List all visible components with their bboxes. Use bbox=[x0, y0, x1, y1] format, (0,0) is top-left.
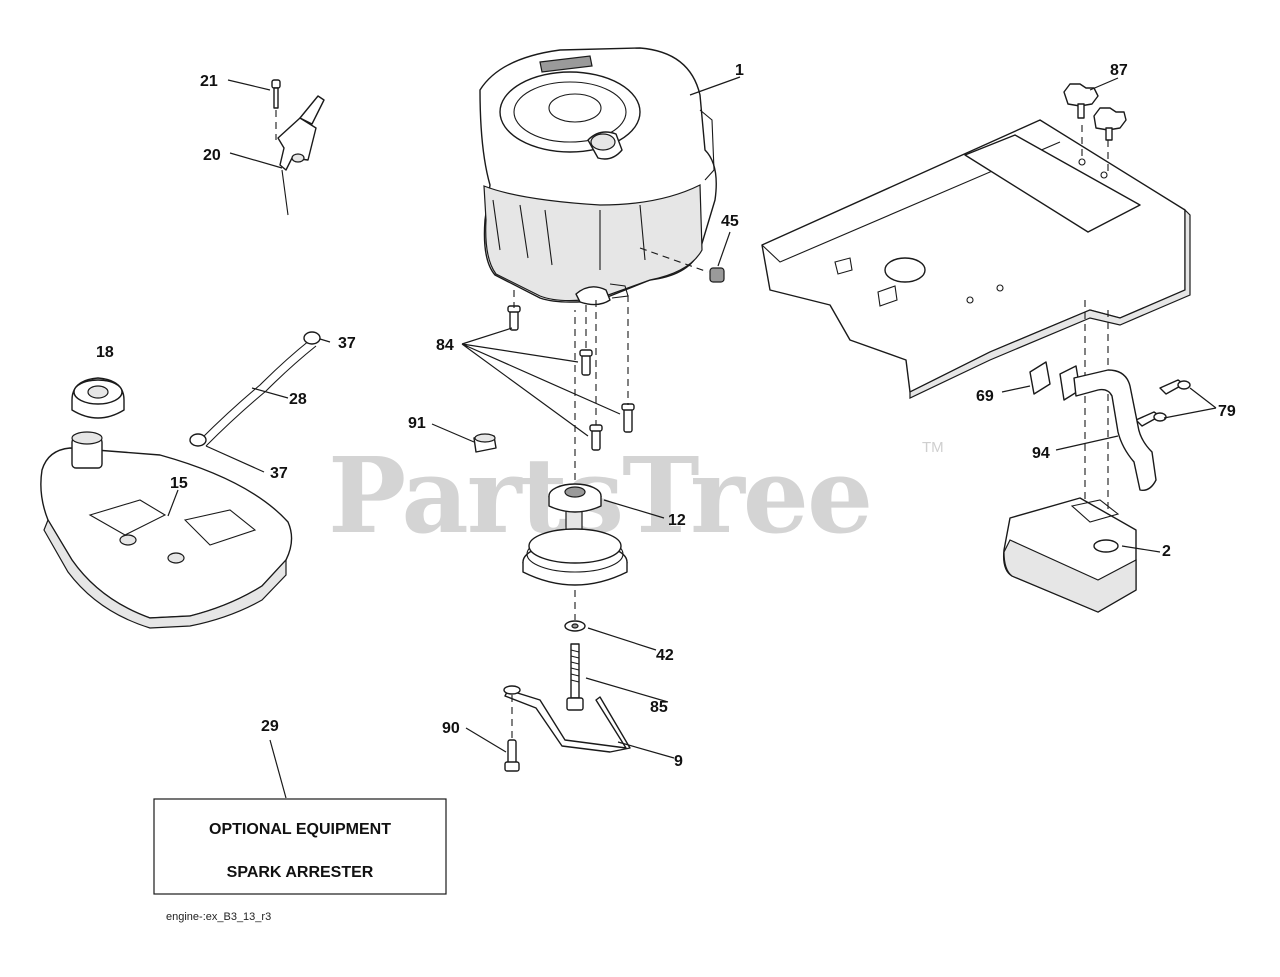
callout-94: 94 bbox=[1032, 445, 1050, 462]
callout-37-lower: 37 bbox=[270, 465, 288, 482]
callout-1: 1 bbox=[735, 62, 744, 79]
callout-85: 85 bbox=[650, 699, 668, 716]
muffler-part[interactable] bbox=[1002, 497, 1161, 613]
callout-21: 21 bbox=[200, 73, 218, 90]
spark-arrester-label: SPARK ARRESTER bbox=[227, 864, 374, 881]
drawing-id: engine-:ex_B3_13_r3 bbox=[166, 911, 271, 923]
optional-equipment-box[interactable]: OPTIONAL EQUIPMENT SPARK ARRESTER bbox=[153, 739, 447, 895]
watermark-trademark: TM bbox=[922, 439, 944, 456]
callout-84: 84 bbox=[436, 337, 454, 354]
callout-87: 87 bbox=[1110, 62, 1128, 79]
callout-45: 45 bbox=[721, 213, 739, 230]
engine-bolts[interactable] bbox=[461, 290, 635, 451]
bracket-part[interactable] bbox=[503, 685, 675, 759]
callout-37-upper: 37 bbox=[338, 335, 356, 352]
callout-79: 79 bbox=[1218, 403, 1236, 420]
bolt-90-part[interactable] bbox=[465, 695, 520, 772]
callout-9: 9 bbox=[674, 753, 683, 770]
callout-91: 91 bbox=[408, 415, 426, 432]
fuel-cap-part[interactable] bbox=[71, 377, 125, 419]
screw-79-part[interactable] bbox=[1135, 379, 1217, 427]
pulley-part[interactable] bbox=[522, 310, 665, 620]
exhaust-pipe-part[interactable] bbox=[1055, 369, 1157, 491]
bracket-69-part[interactable] bbox=[1001, 361, 1081, 401]
throttle-control-part[interactable] bbox=[227, 79, 325, 216]
callout-69: 69 bbox=[976, 388, 994, 405]
callout-20: 20 bbox=[203, 147, 221, 164]
washer-part[interactable] bbox=[564, 620, 657, 651]
callout-2: 2 bbox=[1162, 543, 1171, 560]
knob-part[interactable] bbox=[1063, 77, 1127, 141]
callout-15: 15 bbox=[170, 475, 188, 492]
callout-90: 90 bbox=[442, 720, 460, 737]
callout-12: 12 bbox=[668, 512, 686, 529]
callout-29: 29 bbox=[261, 718, 279, 735]
fuel-tank-part[interactable] bbox=[40, 431, 293, 629]
chassis-frame-part[interactable] bbox=[761, 119, 1191, 520]
grommet-part[interactable] bbox=[431, 423, 497, 453]
bolt-85-part[interactable] bbox=[566, 643, 669, 711]
fuel-line-part[interactable] bbox=[189, 331, 331, 473]
callout-18: 18 bbox=[96, 344, 114, 361]
callout-labels: 1 2 9 12 15 18 20 21 28 29 37 37 42 45 6… bbox=[96, 62, 1236, 770]
optional-equipment-label: OPTIONAL EQUIPMENT bbox=[209, 821, 391, 838]
engine-part[interactable] bbox=[479, 47, 741, 306]
callout-42: 42 bbox=[656, 647, 674, 664]
callout-28: 28 bbox=[289, 391, 307, 408]
nut-part[interactable] bbox=[639, 231, 731, 283]
